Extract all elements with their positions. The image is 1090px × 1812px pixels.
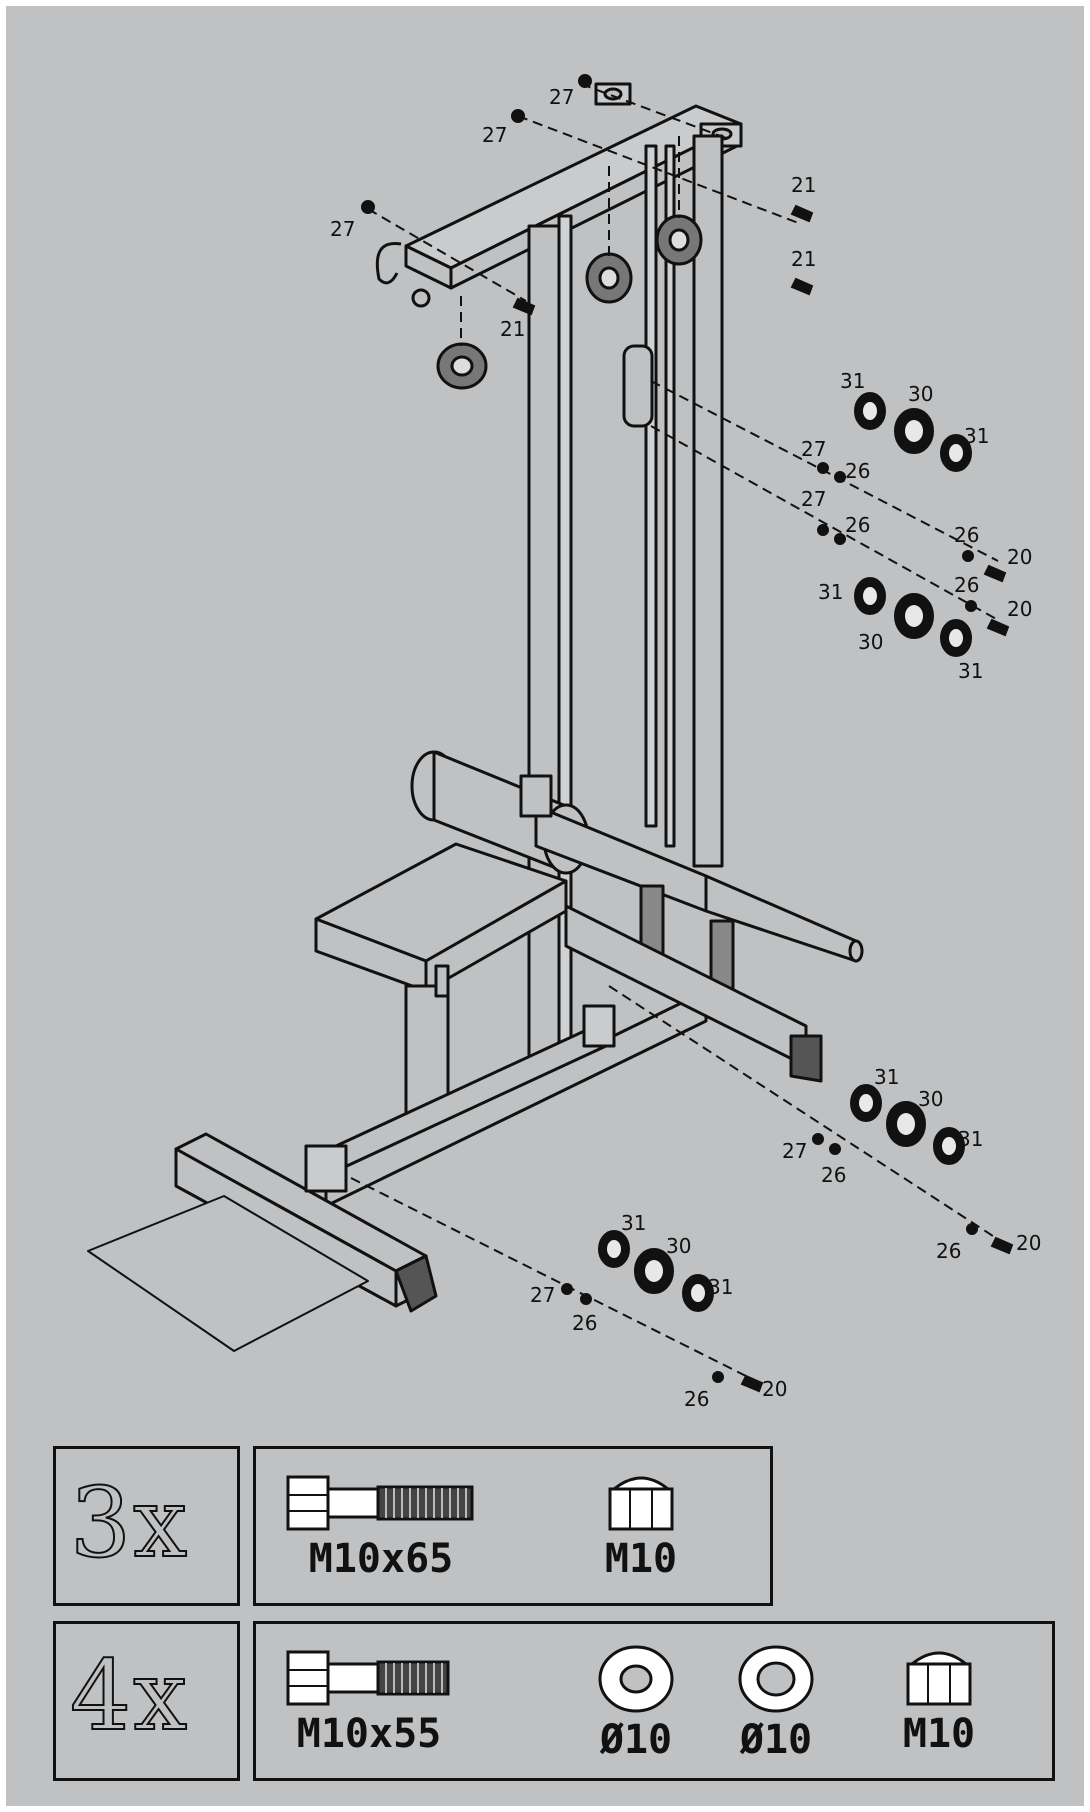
callout-label: 30 [918,1087,943,1111]
callout-label: 21 [500,317,525,341]
callout-label: 21 [791,173,816,197]
callout-label: 31 [818,580,843,604]
part-label: M10 [902,1711,976,1757]
callout-label: 21 [791,247,816,271]
part-label: Ø10 [599,1717,673,1763]
washer-icon [598,1645,674,1713]
exploded-hardware [361,74,1014,1393]
callout-label: 26 [954,573,979,597]
callout-label: 26 [936,1239,961,1263]
part-label: Ø10 [739,1717,813,1763]
hardware-part: M10x55 [286,1648,452,1754]
callout-label: 31 [840,369,865,393]
callout-label: 31 [874,1065,899,1089]
callout-label: 20 [1007,545,1032,569]
callout-label: 26 [684,1387,709,1411]
callout-label: 30 [908,382,933,406]
kit-count: 4x [69,1640,190,1752]
kit-parts-box: M10x65 M10 [253,1446,773,1606]
hardware-part: M10 [884,1646,994,1754]
washer-icon [738,1645,814,1713]
machine-frame-drawing [87,82,864,1352]
kit-count-box: 4x [53,1621,240,1781]
callout-label: 27 [530,1283,555,1307]
callout-label: 31 [621,1211,646,1235]
callout-label: 31 [708,1275,733,1299]
callout-label: 26 [954,523,979,547]
callout-label: 31 [958,659,983,683]
kit-parts-box: M10x55 Ø10 Ø10 M10 [253,1621,1055,1781]
part-label: M10 [604,1536,678,1582]
kit-count-box: 3x [53,1446,240,1606]
callout-label: 31 [958,1127,983,1151]
part-label: M10x55 [296,1711,442,1757]
part-label: M10x65 [308,1536,454,1582]
callout-label: 20 [762,1377,787,1401]
callout-label: 26 [572,1311,597,1335]
hardware-part: M10 [581,1471,701,1579]
callout-label: 27 [330,217,355,241]
bolt-icon [286,1650,450,1706]
callout-label: 30 [858,630,883,654]
hardware-part: M10x65 [286,1473,476,1579]
nut-icon [608,1476,674,1531]
kit-count: 3x [69,1467,190,1579]
callout-label: 27 [801,437,826,461]
callout-label: 31 [964,424,989,448]
bolt-icon [286,1475,474,1531]
callout-label: 20 [1016,1231,1041,1255]
callout-label: 26 [845,459,870,483]
callout-label: 27 [549,85,574,109]
hardware-part: Ø10 [721,1644,831,1760]
hardware-part: Ø10 [581,1644,691,1760]
callout-label: 27 [482,123,507,147]
part-callouts: 27 27 27 21 21 21 31 30 31 27 26 27 26 2… [330,85,1041,1411]
callout-label: 20 [1007,597,1032,621]
callout-label: 27 [801,487,826,511]
explosion-lines [350,83,999,1377]
exploded-assembly-diagram: 27 27 27 21 21 21 31 30 31 27 26 27 26 2… [87,74,1041,1411]
instruction-sheet: 27 27 27 21 21 21 31 30 31 27 26 27 26 2… [6,6,1084,1806]
callout-label: 30 [666,1234,691,1258]
callout-label: 26 [845,513,870,537]
callout-label: 26 [821,1163,846,1187]
nut-icon [906,1651,972,1706]
callout-label: 27 [782,1139,807,1163]
